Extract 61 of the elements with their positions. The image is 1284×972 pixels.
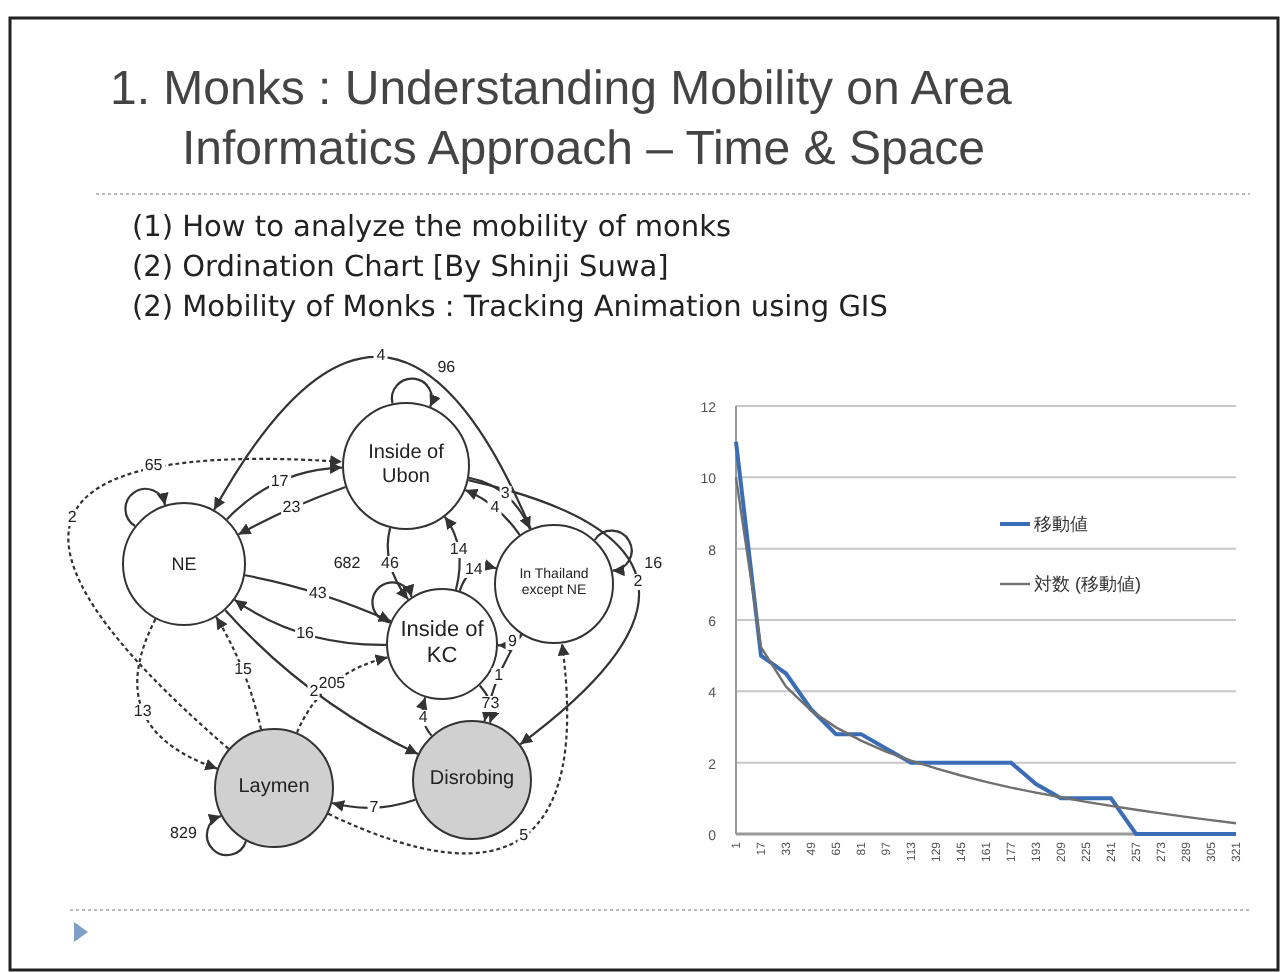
arrow — [226, 462, 343, 521]
arrow — [331, 798, 416, 812]
edge-label: 14 — [462, 562, 485, 579]
node-circle: Inside of Ubon — [342, 402, 470, 530]
edge-label: 9 — [506, 634, 519, 651]
arrow — [371, 581, 414, 624]
arrow — [296, 654, 388, 734]
legend-label: 対数 (移動値) — [1034, 572, 1141, 596]
arrow — [390, 377, 440, 408]
arrow — [234, 598, 387, 646]
arrow — [136, 618, 218, 770]
arrow — [497, 634, 523, 652]
edge-label: 13 — [131, 703, 154, 719]
edge-label: 5 — [517, 828, 531, 845]
edge-label: 3 — [498, 486, 512, 503]
edge-label: 23 — [280, 500, 303, 517]
edge-label: 65 — [142, 457, 165, 474]
arrow — [386, 527, 409, 601]
node-circle: Laymen — [214, 728, 334, 848]
arrow — [213, 356, 532, 530]
subheading: (2) Ordination Chart [By Shinji Suwa] — [132, 250, 669, 288]
node-circle: Inside of KC — [386, 588, 498, 700]
edge-label: 15 — [232, 662, 254, 679]
arrow — [468, 479, 640, 746]
arrow — [327, 643, 570, 855]
arrow — [215, 616, 263, 730]
arrow — [237, 485, 346, 536]
edge-label: 2 — [631, 573, 645, 590]
edge-label: 2 — [307, 683, 321, 700]
legend-label: 移動値 — [1034, 512, 1088, 536]
arrow — [124, 487, 168, 527]
arrow — [416, 697, 433, 737]
arrow — [468, 476, 531, 530]
edge-label: 2 — [65, 509, 79, 526]
edge-label: 16 — [294, 626, 317, 643]
edge-label: 205 — [316, 676, 348, 693]
edge-label: 682 — [331, 556, 363, 573]
arrow — [67, 455, 343, 750]
arrow — [443, 516, 461, 590]
edge-label: 4 — [374, 348, 388, 365]
edge-label: 43 — [306, 585, 329, 602]
edge-label: 4 — [488, 499, 502, 516]
arrow — [593, 529, 633, 576]
edge-label: 1 — [492, 667, 506, 684]
node-circle: NE — [122, 502, 246, 626]
edge-label: 14 — [447, 541, 470, 558]
arrow — [244, 574, 392, 623]
edge-label: 16 — [642, 555, 665, 572]
edge-label: 73 — [479, 695, 502, 712]
subheading: (1) How to analyze the mobility of monks — [132, 210, 732, 248]
arrow — [205, 814, 248, 857]
edge-label: 7 — [367, 799, 381, 816]
arrow — [478, 684, 499, 724]
edge-label: 96 — [435, 360, 458, 377]
edge-label: 17 — [268, 473, 291, 490]
edge-label: 46 — [379, 555, 401, 572]
slide-title: 1. Monks : Understanding Mobility on Area Informatics Approach – Time & Space — [110, 60, 1014, 180]
edge-label: 4 — [416, 710, 430, 727]
arrow — [224, 609, 419, 756]
edge-label: 829 — [168, 825, 199, 842]
subheading: (2) Mobility of Monks : Tracking Animation using GIS — [132, 290, 888, 328]
